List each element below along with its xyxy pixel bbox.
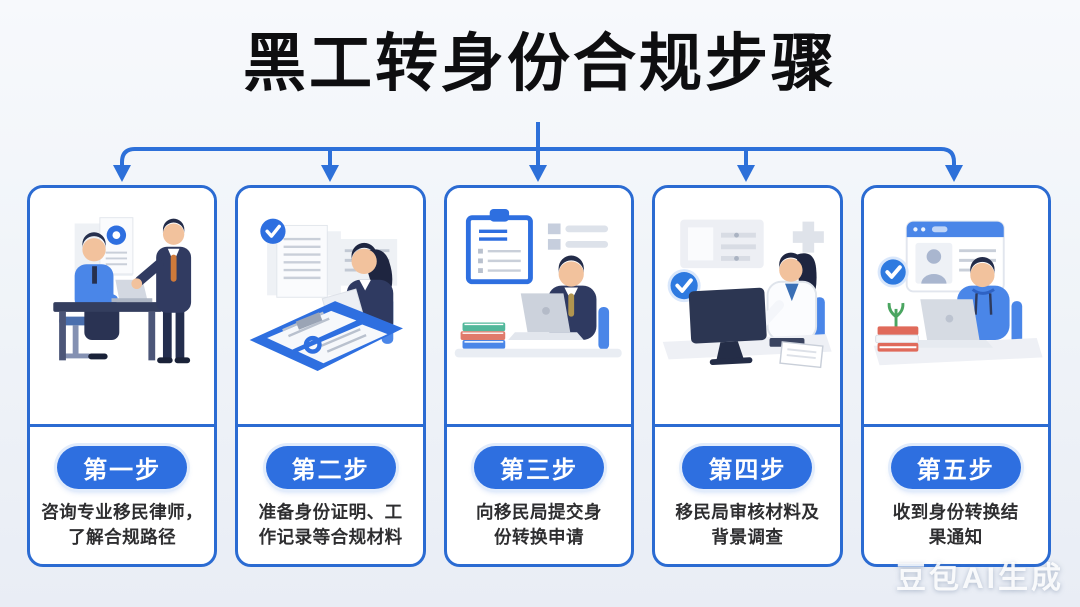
- man-head: [558, 261, 584, 287]
- step-badge: 第四步: [682, 446, 813, 489]
- blue-folder: [250, 301, 404, 372]
- step-badge: 第二步: [265, 446, 396, 489]
- client-head: [82, 238, 106, 262]
- prepare-documents-scene: [250, 218, 404, 372]
- step-footer: 第五步 收到身份转换结 果通知: [863, 424, 1048, 564]
- client-tie: [92, 266, 97, 284]
- step-description: 移民局审核材料及 背景调查: [675, 502, 820, 548]
- man-head: [969, 262, 995, 288]
- lawyer-head: [162, 223, 185, 245]
- page-title: 黑工转身份合规步骤: [243, 29, 837, 99]
- papers: [779, 341, 824, 369]
- laptop-base: [507, 332, 584, 340]
- book-stack: [874, 326, 919, 352]
- illustration-prepare-documents: [238, 188, 423, 424]
- lawyer-tie: [170, 254, 177, 282]
- officer-review-scene: [662, 219, 832, 369]
- step-footer: 第二步 准备身份证明、工 作记录等合规材料: [238, 424, 423, 564]
- ai-watermark: 豆包AI生成: [896, 562, 1064, 595]
- woman-head: [351, 248, 378, 274]
- book-stack: [460, 322, 506, 349]
- consult-lawyer-scene: [53, 217, 192, 364]
- step-badge: 第一步: [57, 446, 188, 489]
- plant: [887, 302, 904, 329]
- illustration-submit-application: [446, 188, 632, 424]
- step-description: 收到身份转换结 果通知: [892, 502, 1019, 548]
- laptop-base: [907, 339, 993, 348]
- step-description: 准备身份证明、工 作记录等合规材料: [258, 502, 403, 548]
- step-footer: 第三步 向移民局提交身 份转换申请: [446, 424, 632, 564]
- monitor: [688, 287, 767, 366]
- illustration-receive-notice: [863, 188, 1048, 424]
- clipboard: [465, 215, 533, 285]
- step-card-1: 第一步 咨询专业移民律师， 了解合规路径: [27, 185, 218, 567]
- step-description: 向移民局提交身 份转换申请: [475, 502, 602, 548]
- chair: [1011, 301, 1022, 344]
- submit-application-scene: [454, 208, 622, 358]
- check-icon: [260, 218, 286, 244]
- step-card-5: 第五步 收到身份转换结 果通知: [860, 185, 1051, 567]
- desk: [454, 348, 622, 358]
- step-badge: 第五步: [890, 446, 1021, 489]
- lawyer-arm: [134, 259, 164, 286]
- step-footer: 第四步 移民局审核材料及 背景调查: [655, 424, 840, 564]
- chair: [598, 306, 609, 350]
- step-card-4: 第四步 移民局审核材料及 背景调查: [652, 185, 843, 567]
- plus-icon: [792, 221, 825, 253]
- check-icon: [880, 259, 906, 285]
- side-list: [547, 223, 608, 250]
- step-description: 咨询专业移民律师， 了解合规路径: [41, 502, 204, 548]
- folder-seal: [304, 335, 323, 354]
- step-badge: 第三步: [473, 446, 604, 489]
- avatar: [926, 249, 941, 264]
- step-footer: 第一步 咨询专业移民律师， 了解合规路径: [30, 424, 215, 564]
- receive-notice-scene: [873, 220, 1043, 366]
- step-card-2: 第二步 准备身份证明、工 作记录等合规材料: [235, 185, 426, 567]
- desk: [53, 302, 162, 312]
- illustration-consult-lawyer: [30, 188, 215, 424]
- steps-row: 第一步 咨询专业移民律师， 了解合规路径: [27, 185, 1051, 567]
- arrowheads: [113, 165, 963, 182]
- gold-tie: [568, 293, 574, 317]
- illustration-review-check: [655, 188, 840, 424]
- lawyer-legs: [162, 306, 172, 360]
- checklist-rows: [477, 248, 521, 274]
- officer-head: [779, 258, 803, 282]
- step-card-3: 第三步 向移民局提交身 份转换申请: [443, 185, 635, 567]
- flow-connector-arrows: [113, 122, 963, 182]
